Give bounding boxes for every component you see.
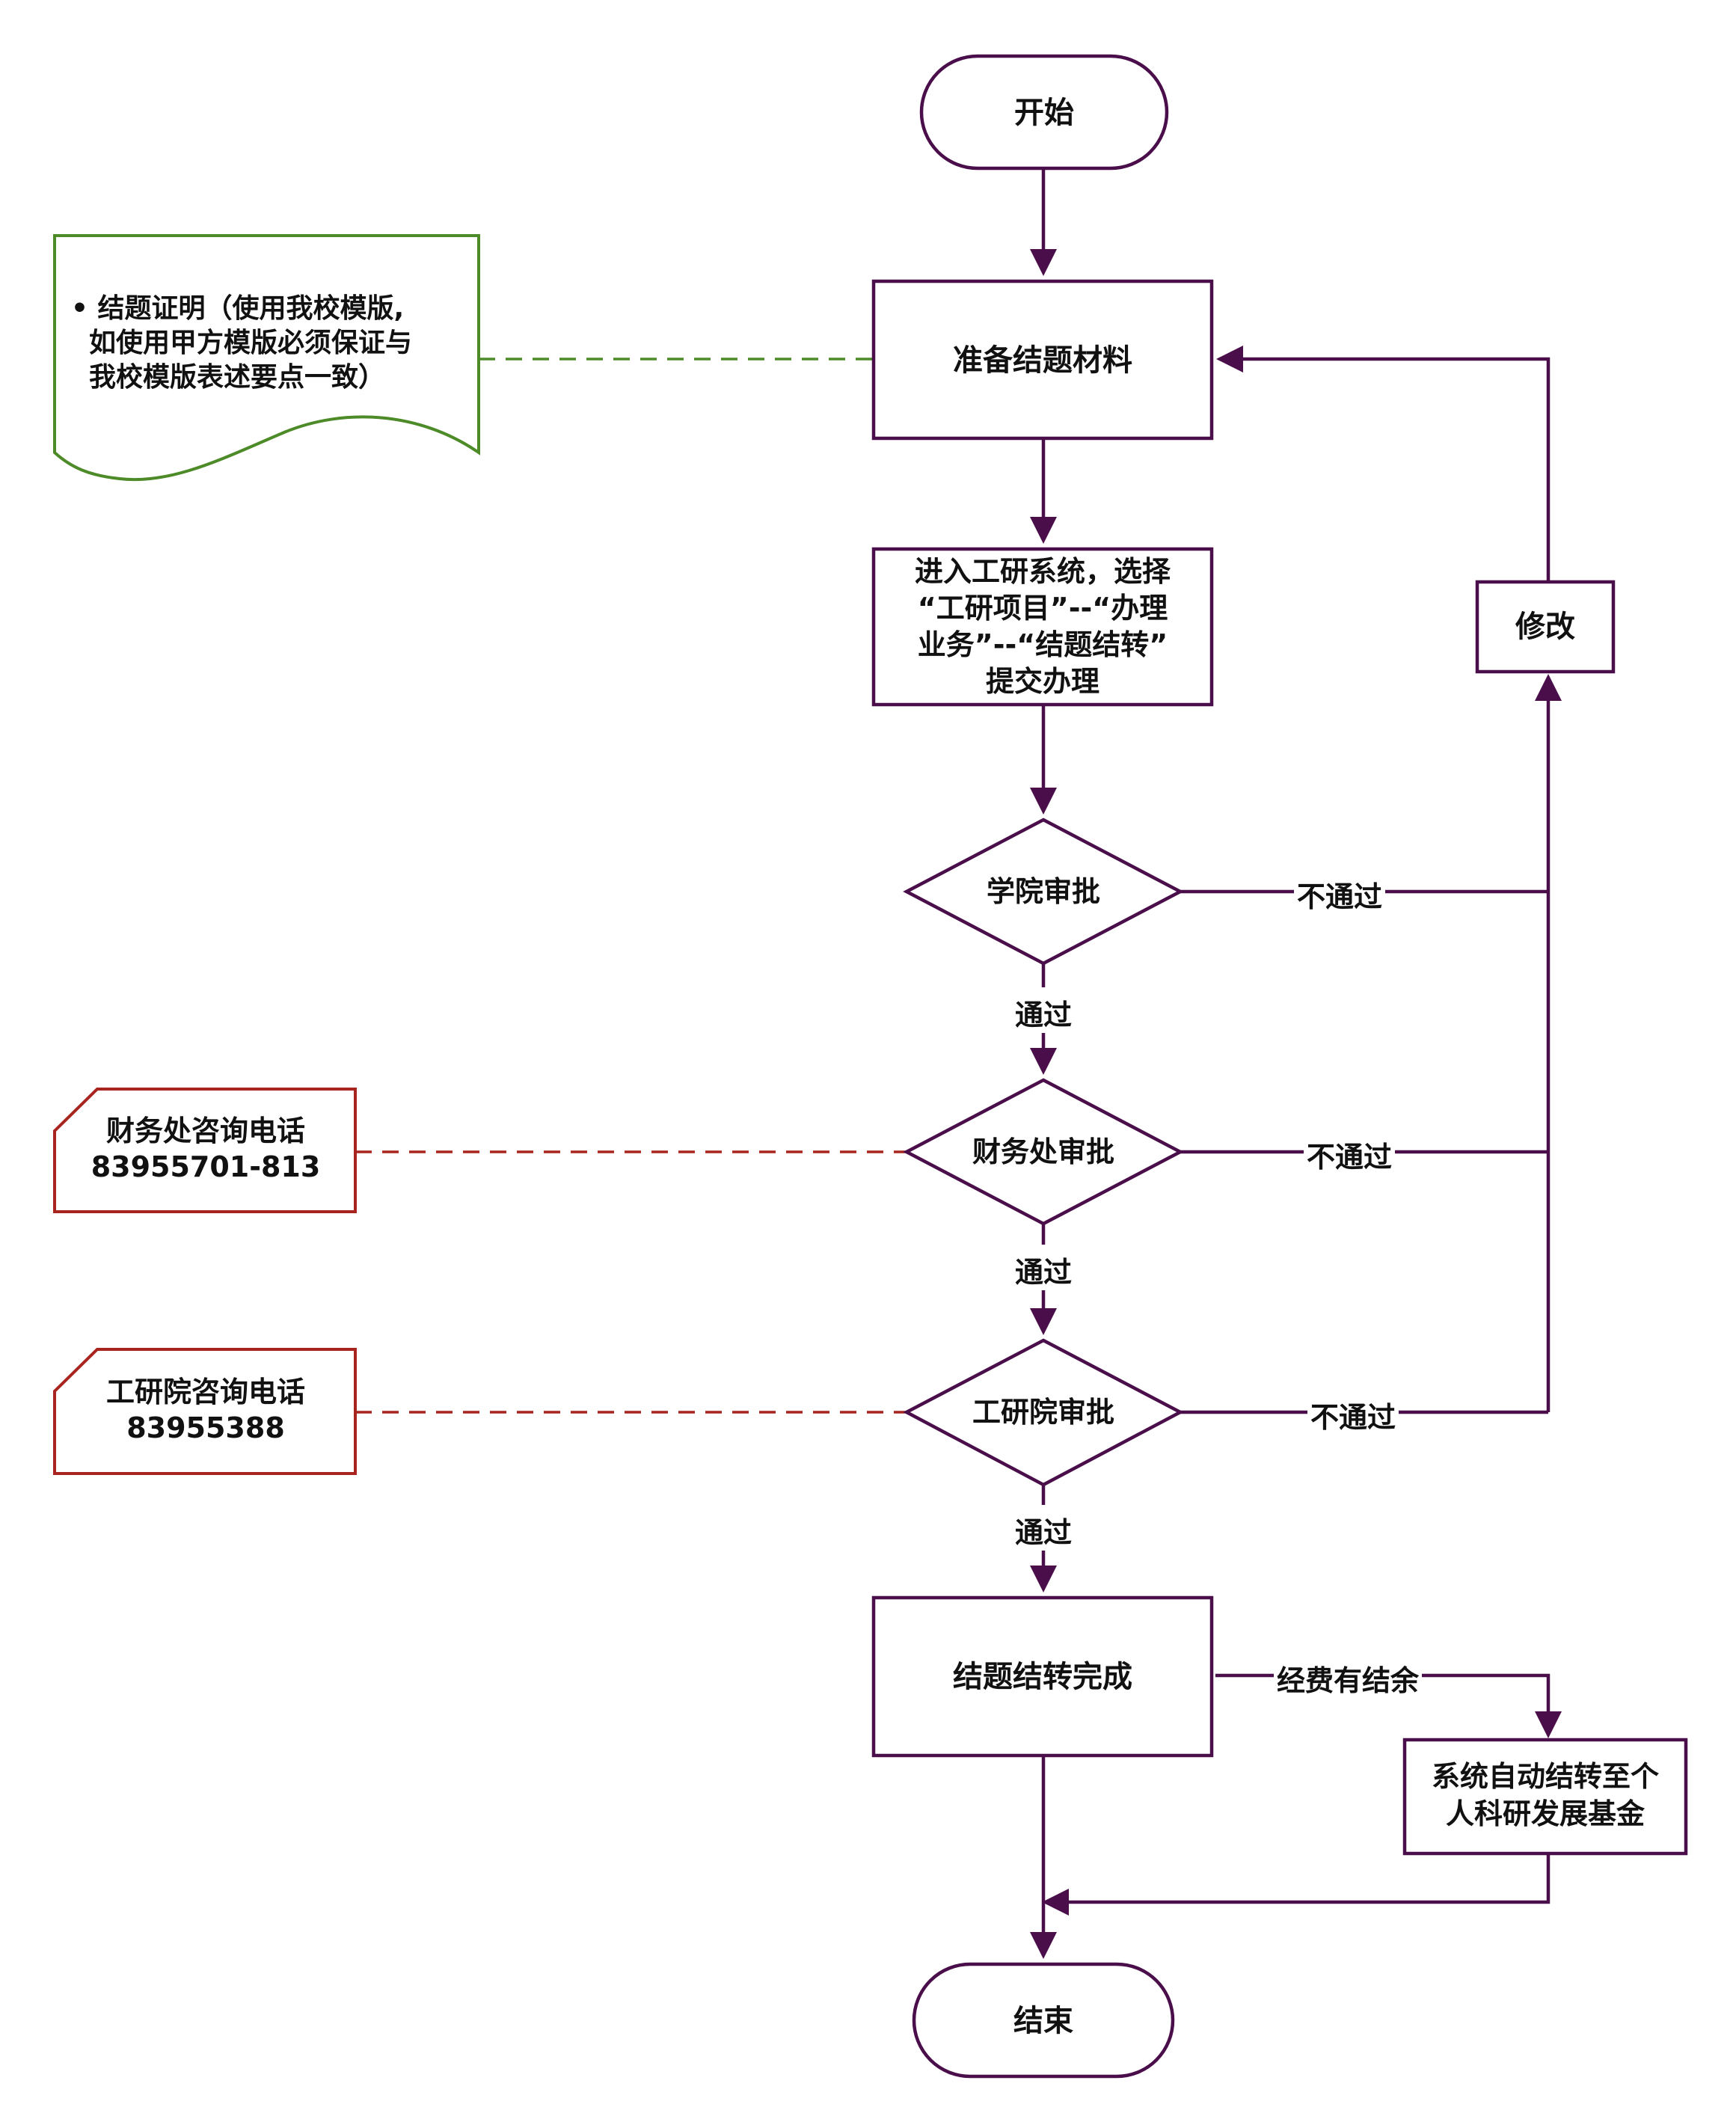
- complete-label: 结题结转完成: [953, 1660, 1132, 1694]
- enter-system-line-3: 业务”--“结题结转”: [917, 628, 1168, 661]
- finance-contact-phone: 83955701-813: [91, 1150, 321, 1183]
- auto-transfer-box: [1402, 1738, 1688, 1856]
- certificate-note-text: • 结题证明（使用我校模版, 如使用甲方模版必须保证与 我校模版表述要点一致）: [71, 292, 475, 395]
- modify-box: [1475, 580, 1616, 674]
- prepare-box: [871, 279, 1214, 441]
- pass-label-1: 通过: [1012, 992, 1076, 1033]
- complete-box: [871, 1595, 1214, 1758]
- certificate-note-line-3: 我校模版表述要点一致）: [89, 362, 386, 393]
- prepare-label: 准备结题材料: [953, 343, 1132, 378]
- enter-system-line-2: “工研项目”--“办理: [917, 592, 1168, 625]
- institute-contact-phone: 83955388: [126, 1411, 285, 1444]
- reject-label-2: 不通过: [1304, 1134, 1396, 1175]
- connector-auto-to-end: [1042, 1853, 1551, 1916]
- enter-system-line-1: 进入工研系统，选择: [914, 555, 1171, 588]
- end-label: 结束: [1013, 2004, 1073, 2038]
- institute-contact-title: 工研院咨询电话: [105, 1376, 305, 1408]
- auto-transfer-label: 系统自动结转至个 人科研发展基金: [1405, 1758, 1686, 1833]
- enter-system-label: 进入工研系统，选择 “工研项目”--“办理 业务”--“结题结转” 提交办理: [874, 554, 1212, 700]
- certificate-document-note: [53, 234, 480, 482]
- reject-label-1: 不通过: [1294, 874, 1386, 915]
- start-label: 开始: [1014, 96, 1074, 130]
- connector-modify-to-prepare: [1216, 346, 1551, 582]
- institute-contact-card: [53, 1348, 357, 1475]
- certificate-note-line-2: 如使用甲方模版必须保证与: [89, 328, 413, 358]
- reject-label-3: 不通过: [1307, 1394, 1399, 1435]
- surplus-label: 经费有结余: [1274, 1658, 1423, 1699]
- finance-review-diamond: [903, 1078, 1184, 1226]
- end-terminator: [912, 1962, 1175, 2079]
- modify-label: 修改: [1515, 610, 1575, 644]
- finance-contact-text: 财务处咨询电话 83955701-813: [67, 1113, 344, 1185]
- auto-transfer-line-1: 系统自动结转至个: [1431, 1760, 1659, 1793]
- enter-system-line-4: 提交办理: [985, 665, 1099, 698]
- pass-label-3: 通过: [1012, 1509, 1076, 1551]
- finance-contact-title: 财务处咨询电话: [105, 1114, 305, 1147]
- start-terminator: [919, 54, 1169, 171]
- enter-system-box: [871, 547, 1214, 707]
- institute-contact-text: 工研院咨询电话 83955388: [67, 1374, 344, 1446]
- college-review-label: 学院审批: [986, 875, 1100, 908]
- institute-review-label: 工研院审批: [972, 1396, 1114, 1429]
- certificate-note-line-1: • 结题证明（使用我校模版,: [71, 293, 405, 324]
- finance-review-label: 财务处审批: [972, 1135, 1114, 1168]
- college-review-diamond: [903, 818, 1184, 966]
- finance-contact-card: [53, 1088, 357, 1213]
- auto-transfer-line-2: 人科研发展基金: [1445, 1797, 1645, 1830]
- pass-label-2: 通过: [1012, 1249, 1076, 1290]
- institute-review-diamond: [903, 1338, 1184, 1487]
